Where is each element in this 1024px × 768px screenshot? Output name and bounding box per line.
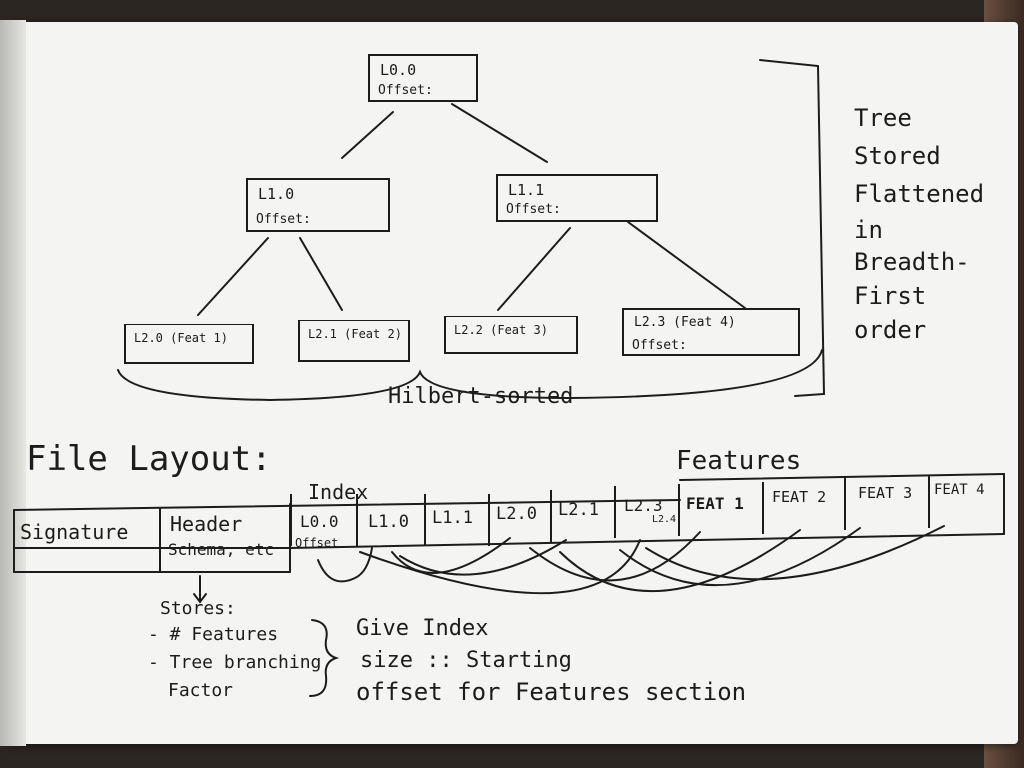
feature-cell-1: FEAT 1 [678, 484, 762, 536]
gives-line: size :: Starting [360, 648, 572, 673]
gives-line: Give Index [356, 616, 489, 641]
node-id: L1.0 [258, 185, 295, 203]
feature-cell-2: FEAT 2 [762, 482, 844, 534]
edge-root-l1-1 [451, 103, 548, 163]
side-note-line: Flattened [854, 180, 985, 208]
cell-label: FEAT 4 [934, 482, 985, 498]
header-cell: Header [170, 512, 243, 536]
layout-bottom-right [289, 533, 1005, 549]
node-l1-0: L1.0 Offset: [246, 178, 390, 232]
index-cell-l2-1: L2.1 [550, 490, 614, 542]
index-cell-l0-0: L0.0 Offset [290, 494, 356, 550]
index-label: Index [308, 480, 369, 504]
cell-label: FEAT 2 [772, 488, 827, 506]
feature-cell-4: FEAT 4 [928, 476, 1004, 528]
header-sub: Schema, etc [168, 540, 274, 559]
cell-label: L2.0 [496, 504, 537, 524]
arrow-l2-feat1 [529, 531, 701, 582]
edge-l1-0-l2-0 [197, 237, 269, 316]
stores-arrowhead [193, 593, 207, 604]
side-note-line: Breadth- [854, 248, 970, 276]
stores-item: - # Features [148, 624, 279, 645]
stores-label: Stores: [160, 598, 236, 619]
node-offset: Offset: [506, 202, 561, 217]
index-cell-l1-0: L1.0 [356, 494, 424, 546]
cell-label: L2.1 [558, 500, 599, 520]
leaf-l2-2: L2.2 (Feat 3) [444, 316, 578, 354]
notes-brace [309, 619, 340, 697]
arrow-l2-feat3 [619, 527, 861, 587]
hilbert-label: Hilbert-sorted [388, 384, 574, 409]
signature-cell: Signature [20, 520, 129, 544]
cell-offset: Offset [295, 536, 339, 550]
cell-label: FEAT 1 [686, 494, 744, 513]
stores-item: - Tree branching [148, 652, 322, 673]
cell-label: L1.1 [432, 508, 473, 528]
arrow-l1-1 [399, 539, 567, 576]
cell-small-label: L2.4 [652, 514, 677, 525]
node-l0-0: L0.0 Offset: [368, 54, 478, 102]
node-id: L1.1 [508, 181, 545, 199]
leaf-l2-1: L2.1 (Feat 2) [298, 320, 410, 362]
cell-label: L2.3 [624, 496, 663, 515]
node-offset: Offset: [378, 83, 433, 98]
edge-l1-1-l2-2 [497, 227, 571, 311]
gives-line: offset for Features section [356, 678, 747, 706]
edge-root-l1-0 [341, 111, 394, 159]
side-note-line: Stored [854, 142, 941, 170]
side-note-line: in [854, 216, 883, 244]
node-l1-1: L1.1 Offset: [496, 174, 658, 222]
hilbert-brace [117, 349, 823, 402]
breadth-first-bracket [759, 59, 826, 397]
features-label: Features [676, 446, 802, 476]
stores-item: Factor [168, 680, 234, 701]
page-spine [0, 20, 26, 746]
sketchbook-page [6, 22, 1018, 744]
index-cell-l1-1: L1.1 [424, 494, 488, 546]
feature-cell-3: FEAT 3 [844, 478, 928, 530]
side-note-line: First [854, 282, 927, 310]
features-top-line [679, 473, 1005, 481]
leaf-l2-3: L2.3 (Feat 4) Offset: [622, 308, 800, 356]
arrow-l2-feat2 [559, 529, 801, 592]
node-id: L2.3 (Feat 4) [634, 315, 736, 330]
edge-l1-1-l2-3 [627, 221, 746, 309]
node-offset: Offset: [256, 212, 311, 227]
cell-label: L1.0 [368, 512, 409, 532]
side-note-line: order [854, 316, 927, 344]
leaf-l2-0: L2.0 (Feat 1) [124, 324, 254, 364]
index-cell-l2-0: L2.0 [488, 494, 550, 546]
layout-top-line [13, 499, 681, 511]
node-offset: Offset: [632, 338, 687, 353]
arrow-l0-l1 [317, 547, 373, 583]
cell-label: L0.0 [300, 512, 339, 531]
file-layout-title: File Layout: [26, 439, 272, 479]
edge-l1-0-l2-1 [299, 237, 343, 311]
node-id: L0.0 [380, 61, 417, 79]
arrow-l2-feat4 [645, 525, 945, 581]
side-note-line: Tree [854, 104, 912, 132]
cell-label: FEAT 3 [858, 484, 913, 502]
arrow-long [359, 539, 641, 595]
index-cell-l2-3: L2.3 L2.4 [614, 486, 678, 538]
